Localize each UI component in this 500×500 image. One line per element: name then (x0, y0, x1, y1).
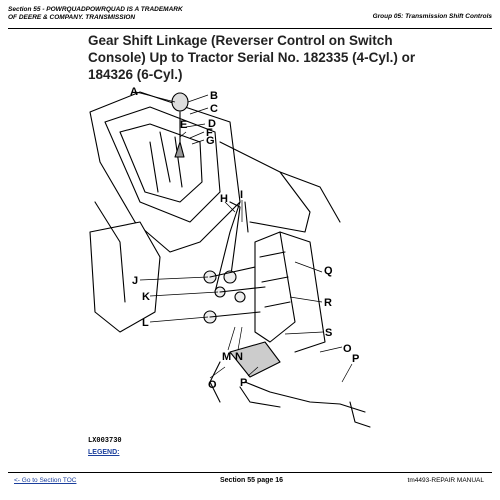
callout-a: A (130, 86, 138, 98)
manual-id: tm4493-REPAIR MANUAL (407, 477, 484, 484)
callout-j: J (132, 275, 138, 287)
callout-p-upper: P (240, 377, 247, 389)
callout-r: R (324, 297, 332, 309)
legend-link[interactable]: LEGEND: (88, 449, 120, 456)
page-header: Section 55 - POWRQUADPOWRQUAD IS A TRADE… (8, 6, 492, 29)
callout-i: I (240, 189, 243, 201)
page-footer: <- Go to Section TOC Section 55 page 16 … (8, 472, 492, 491)
callout-f: F (206, 127, 213, 139)
figure-id: LX003730 (88, 437, 122, 445)
callout-o-lower: O (343, 343, 352, 355)
page-number: Section 55 page 16 (220, 477, 284, 484)
callout-m: M (222, 351, 231, 363)
section-toc-link[interactable]: <- Go to Section TOC (14, 477, 77, 484)
callout-c: C (210, 103, 218, 115)
callout-d: D (208, 118, 216, 130)
callout-p-lower: P (352, 353, 359, 365)
callout-s: S (325, 327, 332, 339)
callout-e: E (180, 119, 187, 131)
header-section-line1: Section 55 - POWRQUADPOWRQUAD IS A TRADE… (8, 6, 183, 13)
callout-n: N (235, 351, 243, 363)
callout-o-upper: O (208, 379, 217, 391)
callout-k: K (142, 291, 150, 303)
callout-b: B (210, 90, 218, 102)
header-group-label: Group 05: Transmission Shift Controls (372, 13, 492, 20)
gear-shift-linkage-figure: A B C D E F G H I J K L M N O P Q R S O … (89, 86, 371, 428)
callout-h: H (220, 193, 228, 205)
callout-l: L (142, 317, 149, 329)
header-section-label: Section 55 - POWRQUADPOWRQUAD IS A TRADE… (8, 6, 183, 22)
callout-q: Q (324, 265, 333, 277)
callout-g: G (206, 135, 215, 147)
page-title: Gear Shift Linkage (Reverser Control on … (88, 33, 416, 82)
header-section-line2: OF DEERE & COMPANY. TRANSMISSION (8, 14, 136, 21)
